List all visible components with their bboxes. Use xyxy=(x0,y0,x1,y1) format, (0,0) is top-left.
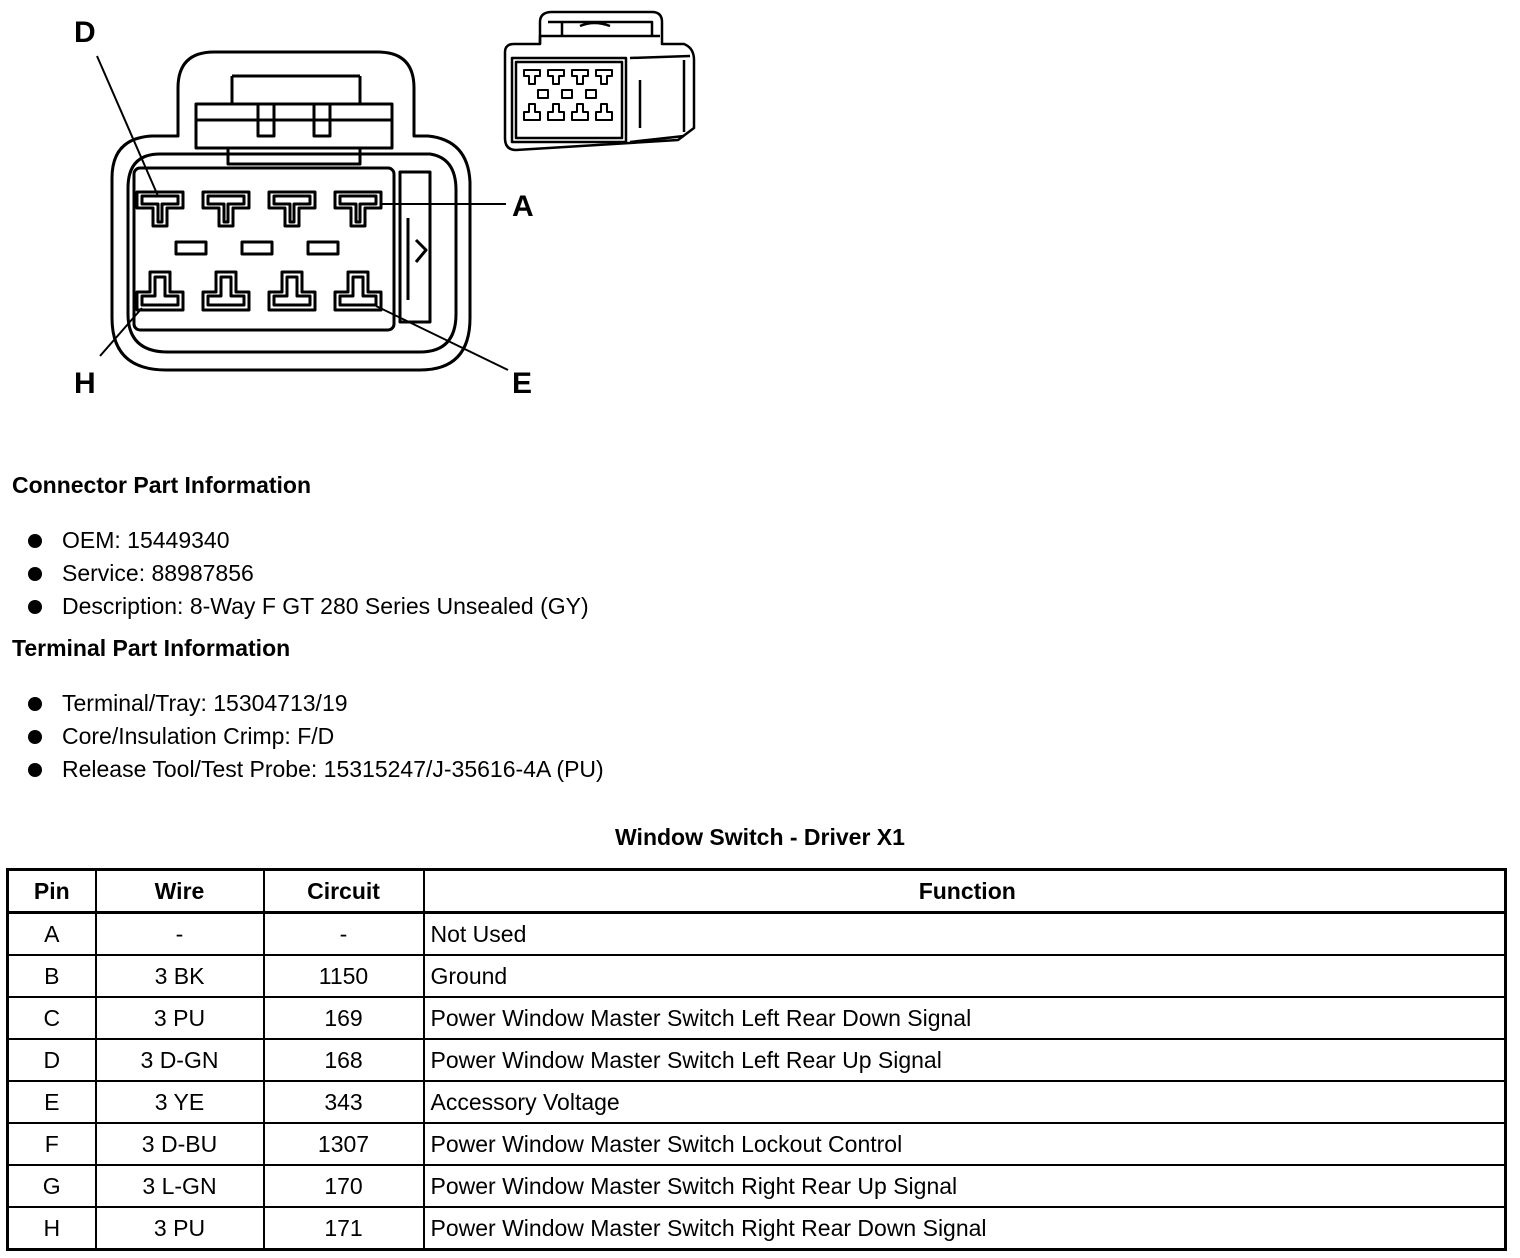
cell-function: Ground xyxy=(422,954,1507,998)
list-item: OEM: 15449340 xyxy=(28,524,589,557)
cell-function: Accessory Voltage xyxy=(422,1080,1507,1124)
list-item: Core/Insulation Crimp: F/D xyxy=(28,720,604,753)
header-circuit: Circuit xyxy=(262,868,425,914)
table-title: Window Switch - Driver X1 xyxy=(615,824,905,850)
table-header-row: Pin Wire Circuit Function xyxy=(6,868,1507,914)
connector-part-info-list: OEM: 15449340 Service: 88987856 Descript… xyxy=(28,524,589,623)
header-pin: Pin xyxy=(6,868,97,914)
connector-part-info-title: Connector Part Information xyxy=(12,472,312,498)
cell-pin: A xyxy=(6,911,97,956)
list-item: Release Tool/Test Probe: 15315247/J-3561… xyxy=(28,753,604,786)
cell-function: Power Window Master Switch Lockout Contr… xyxy=(422,1122,1507,1166)
cell-wire: - xyxy=(94,911,265,956)
upper-terminal-row xyxy=(135,190,383,228)
connector-isometric-thumbnail xyxy=(503,10,696,152)
cell-function: Power Window Master Switch Left Rear Up … xyxy=(422,1038,1507,1082)
cell-wire: 3 D-GN xyxy=(94,1038,265,1082)
cell-circuit: - xyxy=(262,911,425,956)
cell-pin: H xyxy=(6,1206,97,1251)
table-row: A--Not Used xyxy=(6,911,1507,956)
list-item: Service: 88987856 xyxy=(28,557,589,590)
leader-line-h xyxy=(99,307,143,357)
cell-circuit: 171 xyxy=(262,1206,425,1251)
cell-function: Power Window Master Switch Right Rear Do… xyxy=(422,1206,1507,1251)
cell-circuit: 169 xyxy=(262,996,425,1040)
cell-wire: 3 PU xyxy=(94,996,265,1040)
leader-line-d xyxy=(96,55,159,197)
connector-housing-inner xyxy=(126,152,458,354)
cell-pin: G xyxy=(6,1164,97,1208)
connector-housing-outline xyxy=(110,50,472,372)
pin-label-h: H xyxy=(74,367,96,400)
list-item: Description: 8-Way F GT 280 Series Unsea… xyxy=(28,590,589,623)
cell-pin: C xyxy=(6,996,97,1040)
list-item: Terminal/Tray: 15304713/19 xyxy=(28,687,604,720)
cell-circuit: 343 xyxy=(262,1080,425,1124)
lower-terminal-row xyxy=(135,270,383,312)
cell-wire: 3 D-BU xyxy=(94,1122,265,1166)
cell-circuit: 168 xyxy=(262,1038,425,1082)
cell-pin: D xyxy=(6,1038,97,1082)
connector-face-diagram: D A H E xyxy=(74,10,696,400)
header-wire: Wire xyxy=(94,868,265,914)
cell-function: Power Window Master Switch Left Rear Dow… xyxy=(422,996,1507,1040)
cell-wire: 3 L-GN xyxy=(94,1164,265,1208)
cell-wire: 3 BK xyxy=(94,954,265,998)
leader-line-e xyxy=(375,305,509,371)
cell-pin: E xyxy=(6,1080,97,1124)
header-function: Function xyxy=(422,868,1507,914)
pin-label-d: D xyxy=(74,16,96,49)
cell-pin: F xyxy=(6,1122,97,1166)
pin-label-a: A xyxy=(512,190,534,223)
cell-function: Power Window Master Switch Right Rear Up… xyxy=(422,1164,1507,1208)
terminal-part-info-title: Terminal Part Information xyxy=(12,635,291,661)
cell-function: Not Used xyxy=(422,911,1507,956)
cell-circuit: 170 xyxy=(262,1164,425,1208)
terminal-part-info-list: Terminal/Tray: 15304713/19 Core/Insulati… xyxy=(28,687,604,786)
cell-circuit: 1307 xyxy=(262,1122,425,1166)
cell-wire: 3 PU xyxy=(94,1206,265,1251)
cell-wire: 3 YE xyxy=(94,1080,265,1124)
pin-label-e: E xyxy=(512,367,532,400)
cell-circuit: 1150 xyxy=(262,954,425,998)
cell-pin: B xyxy=(6,954,97,998)
